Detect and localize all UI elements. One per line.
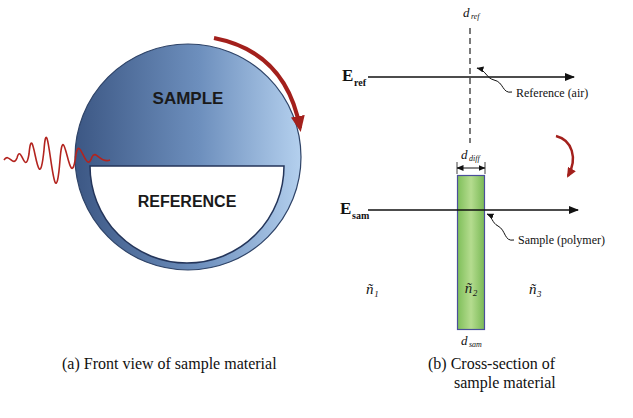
dimension-subscript: diff	[469, 154, 480, 163]
half-disc-outline	[90, 166, 284, 263]
refractive-index: ñ₃	[529, 281, 542, 298]
dimension-symbol: d	[461, 147, 468, 163]
dimension-tick	[457, 162, 458, 174]
reference-aperture: REFERENCE	[89, 165, 285, 263]
refractive-index: ñ₁	[366, 281, 379, 298]
field-subscript: ref	[354, 77, 366, 88]
dimension-symbol: d	[461, 333, 468, 349]
rotation-arrow	[556, 136, 573, 176]
sample-ray	[368, 209, 578, 210]
leader-line	[487, 214, 514, 240]
node-label: SAMPLE	[74, 89, 302, 109]
half-disc-shape	[89, 165, 285, 263]
figure-caption: (b) Cross-section of sample material	[428, 354, 578, 392]
field-symbol: E	[342, 66, 353, 86]
field-subscript: sam	[352, 210, 369, 221]
polymer-sample-slab: ñ₂	[457, 175, 485, 330]
disc-outline	[75, 44, 301, 270]
field-symbol: E	[340, 199, 351, 219]
slab-outline	[458, 176, 485, 330]
rotation-arrow	[214, 38, 300, 128]
dimension-subscript: sam	[469, 340, 482, 349]
leader-line	[477, 68, 512, 92]
reference-ray	[368, 76, 574, 77]
dimension-symbol: d	[463, 5, 470, 21]
reference-plane	[469, 28, 470, 143]
sample-holder-disc: SAMPLE REFERENCE	[74, 43, 302, 271]
dimension-subscript: ref	[471, 12, 480, 21]
node-label: ñ₂	[457, 280, 485, 297]
dimension-tick	[485, 162, 486, 174]
slab-shape	[457, 175, 485, 330]
callout-label: Reference (air)	[516, 86, 588, 101]
thickness-dimension	[457, 168, 485, 169]
figure-caption: (a) Front view of sample material	[62, 354, 277, 373]
thz-pulse	[4, 137, 110, 183]
node-label: REFERENCE	[89, 193, 285, 211]
callout-label: Sample (polymer)	[518, 233, 605, 248]
